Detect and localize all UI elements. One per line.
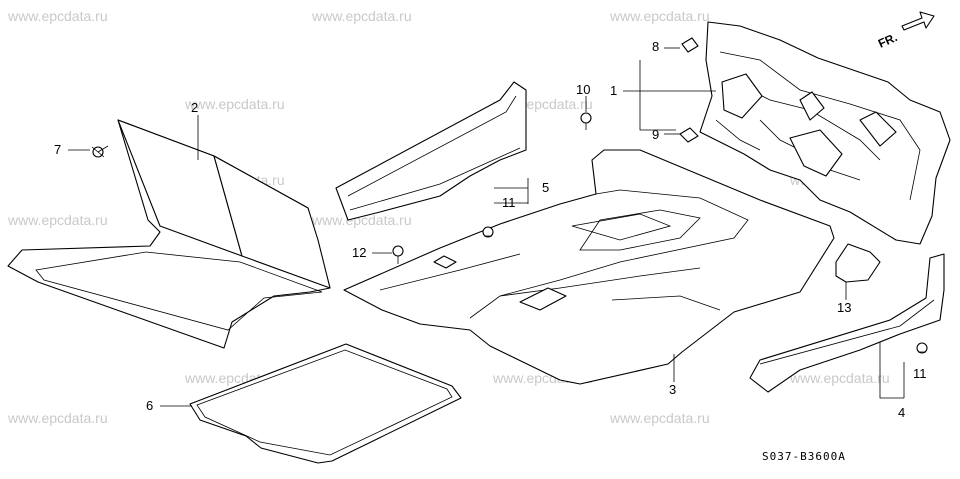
clip-8 [681,37,699,53]
callout-6: 6 [146,398,154,413]
trunk-floor-mat [7,119,331,349]
watermark: www.epcdata.ru [790,370,890,386]
callout-2: 2 [191,100,199,115]
callout-3: 3 [669,382,677,397]
callout-8: 8 [652,39,660,54]
watermark: www.epcdata.ru [8,410,108,426]
leader-lines [68,47,905,407]
clip-7 [91,145,109,158]
side-trim-left [335,81,527,221]
part-13-pad [835,243,881,283]
drawing-code: S037-B3600A [762,450,846,463]
callout-11-left: 11 [502,195,516,210]
clip-9 [679,127,699,143]
front-arrow-icon [901,11,935,31]
dashboard-insulator [699,21,951,245]
callout-9: 9 [652,127,660,142]
callout-11-right: 11 [913,366,927,381]
callout-10: 10 [576,82,591,97]
clip-12 [392,245,404,264]
side-trim-right [749,253,945,393]
watermark: www.epcdata.ru [185,96,285,112]
watermark: www.epcdata.ru [610,410,710,426]
floor-carpet [343,149,835,385]
callout-12: 12 [352,245,367,260]
callout-5: 5 [542,180,550,195]
watermark: www.epcdata.ru [8,212,108,228]
watermark: www.epcdata.ru [312,212,412,228]
watermark: www.epcdata.ru [610,8,710,24]
callout-13: 13 [837,300,852,315]
watermark: www.epcdata.ru [8,8,108,24]
clip-11-left [482,226,494,238]
callout-7: 7 [54,142,62,157]
callout-1: 1 [610,83,618,98]
front-floor-mat [189,343,462,464]
clip-11-right [916,342,928,354]
callout-4: 4 [898,405,906,420]
clip-10 [580,112,592,130]
watermark: www.epcdata.ru [312,8,412,24]
